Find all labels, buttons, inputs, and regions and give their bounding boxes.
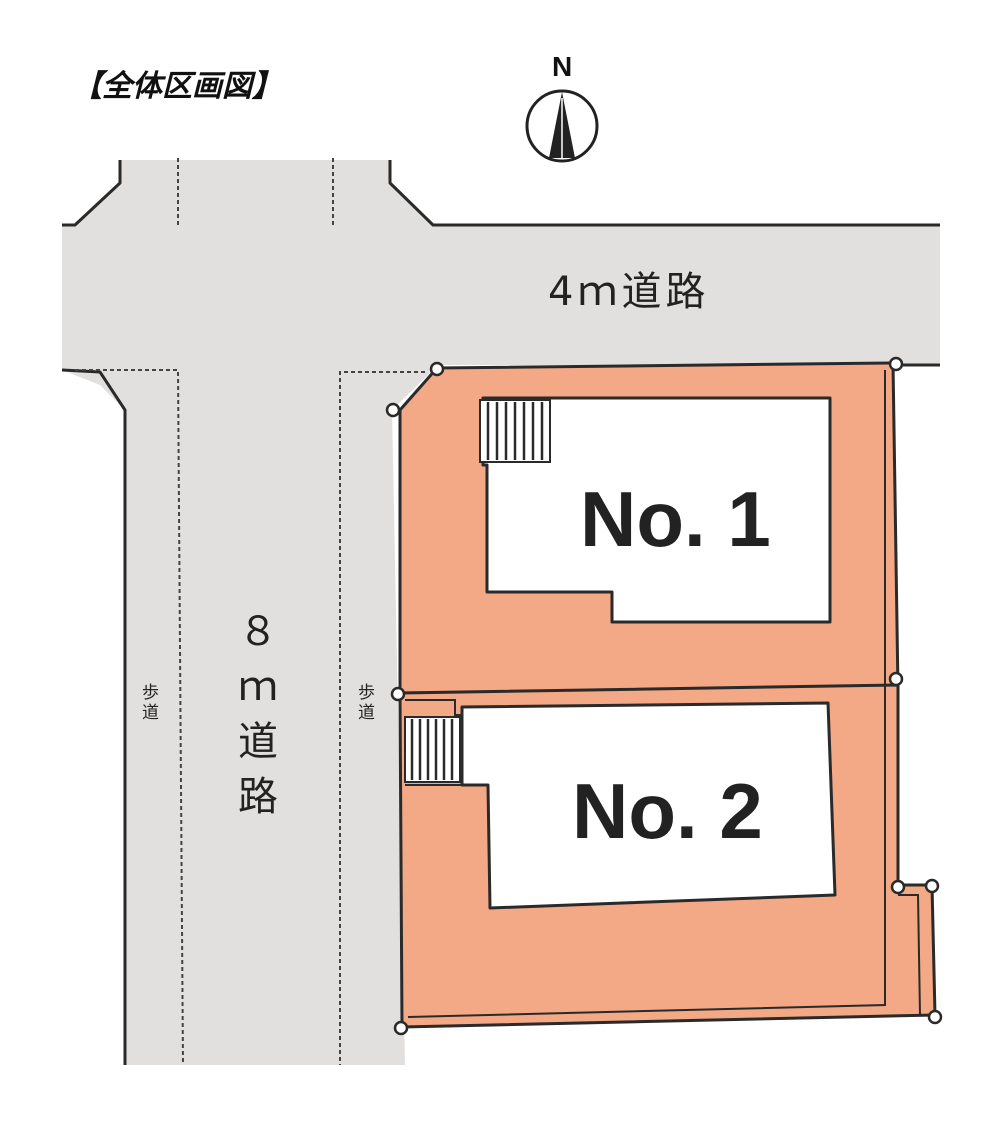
boundary-marker: [888, 671, 904, 687]
lot-2-label: No. 2: [572, 767, 763, 855]
road-8m-char: ｍ: [238, 664, 278, 710]
buildings: [460, 396, 837, 910]
sidewalk-char: 道: [358, 703, 375, 723]
boundary-marker: [390, 686, 406, 702]
sidewalk-line-right: [339, 371, 425, 1065]
road-4m-label: 4ｍ道路: [548, 269, 709, 315]
sidewalk-right-label: 歩 道: [358, 683, 375, 723]
boundary-marker: [385, 402, 401, 418]
sidewalk-char: 歩: [358, 683, 375, 703]
road-8m-char: 路: [238, 774, 278, 820]
lot-setback-line: [407, 370, 886, 1018]
road-area: [62, 160, 940, 1065]
boundary-marker: [888, 356, 904, 372]
boundary-marker: [429, 361, 445, 377]
lot-strip-line: [898, 894, 921, 1016]
sidewalk-char: 道: [142, 703, 159, 723]
roads: [62, 160, 940, 1065]
parking-stripes-2: [404, 716, 461, 783]
boundary-marker: [924, 878, 940, 894]
road-8m-char: ８: [238, 609, 278, 655]
north-label: N: [552, 51, 572, 82]
north-arrow: N: [525, 51, 599, 163]
building-1: [481, 396, 832, 624]
sidewalk-lines: [75, 158, 425, 1066]
boundary-marker: [393, 1020, 409, 1036]
parking-stripes-1: [479, 399, 551, 463]
road-8m-char: 道: [238, 719, 278, 765]
road-8m-label: ８ ｍ 道 路: [238, 609, 278, 820]
sidewalk-left-label: 歩 道: [142, 683, 159, 723]
road-edge-ne: [388, 160, 940, 227]
boundary-marker: [927, 1009, 943, 1025]
north-circle: [525, 89, 599, 163]
plan-title: 【全体区画図】: [72, 69, 282, 104]
road-edge-sw: [61, 368, 127, 1065]
lot-1-label: No. 1: [580, 475, 771, 563]
boundary-marker: [890, 879, 906, 895]
sidewalk-char: 歩: [142, 683, 159, 703]
boundary-markers: [385, 356, 943, 1036]
building-2: [460, 701, 837, 910]
road-edge-nw: [62, 160, 122, 227]
road-edges: [61, 160, 940, 1065]
